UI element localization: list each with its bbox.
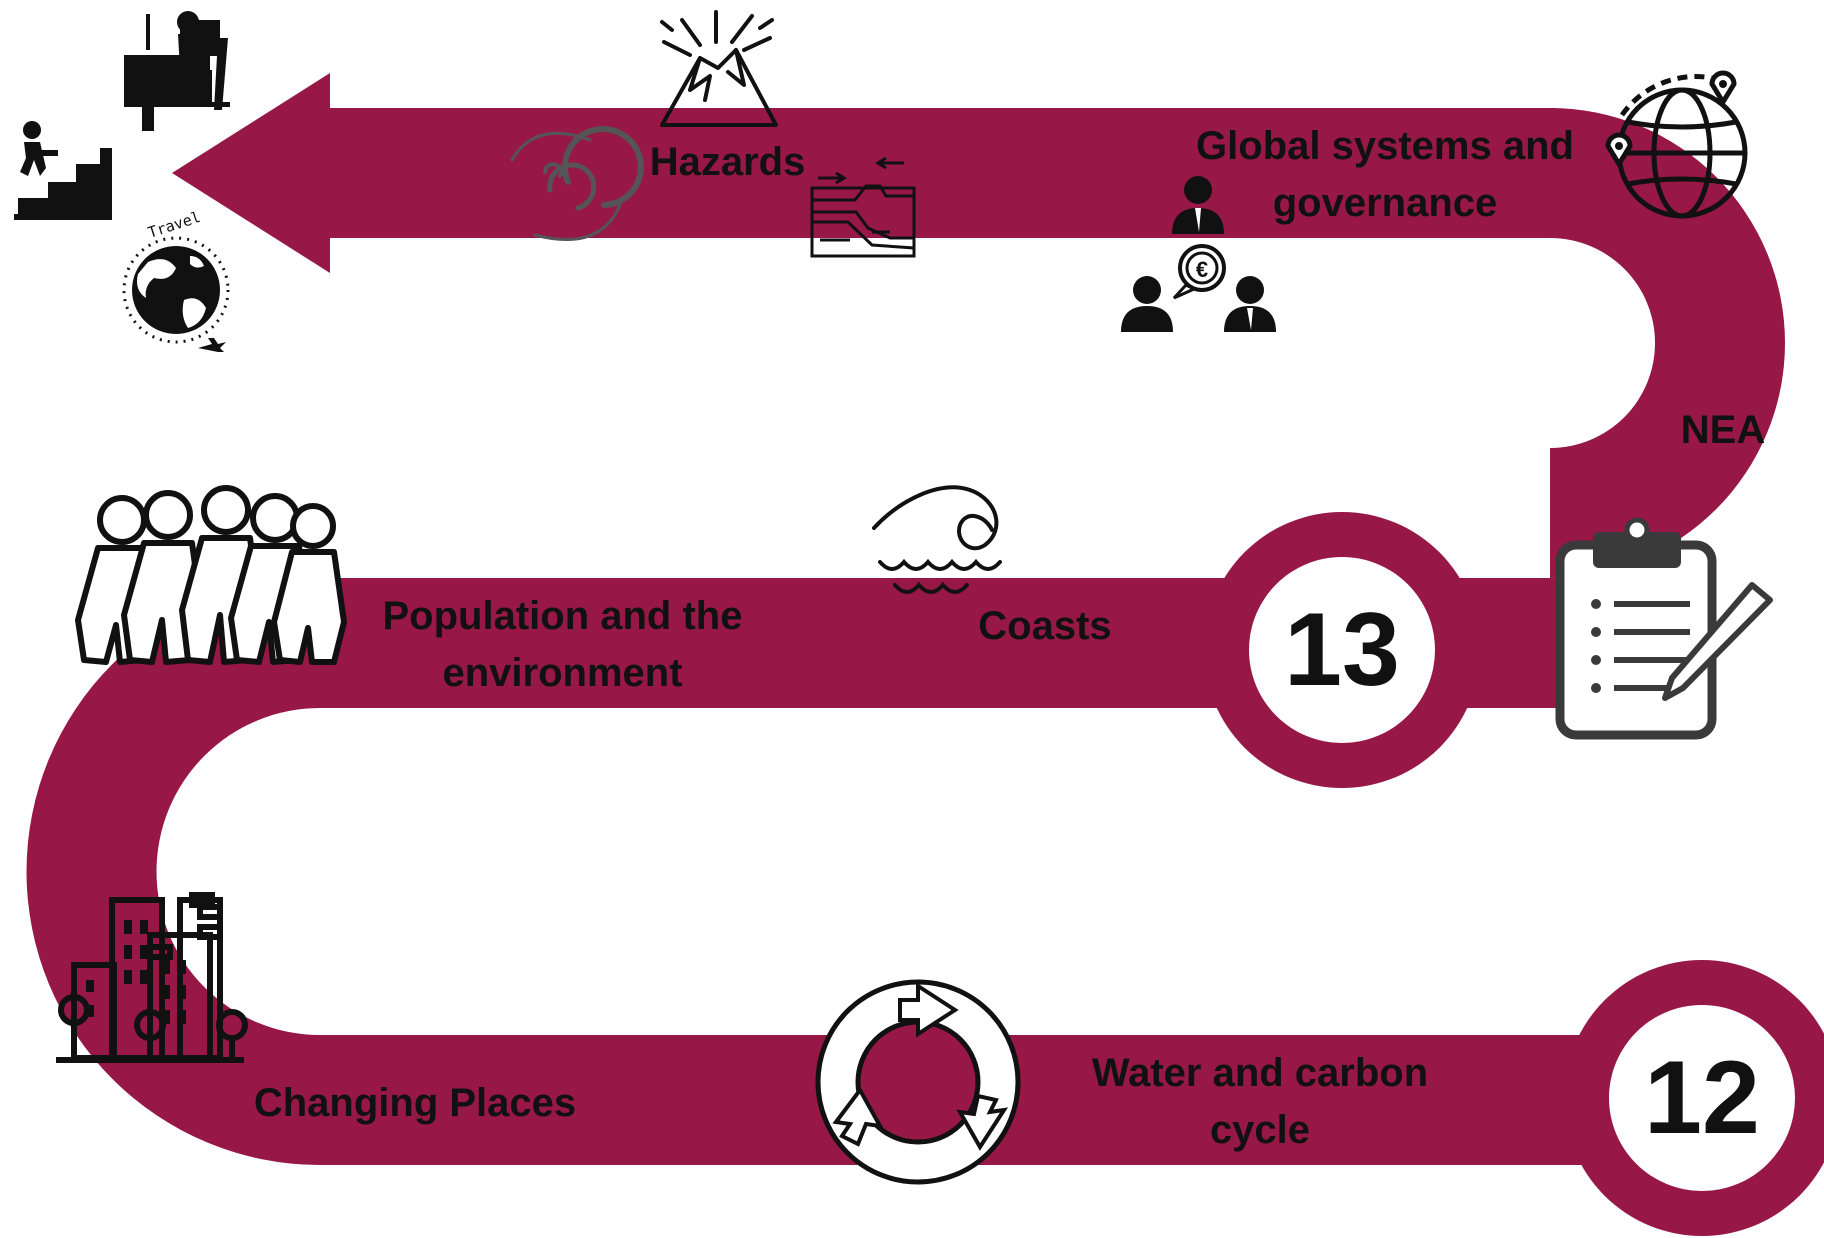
year-13-badge — [1204, 512, 1480, 788]
plate-boundary-icon — [810, 156, 916, 258]
stage-label-global-systems: Global systems and governance — [1180, 118, 1590, 232]
crowd-icon — [75, 485, 347, 665]
euro-symbol: € — [1196, 257, 1208, 282]
business-people-icon — [1121, 176, 1276, 332]
clipboard-icon — [1555, 517, 1717, 740]
stage-label-population-environment: Population and the environment — [360, 588, 765, 702]
hurricane-icon — [510, 126, 644, 242]
stage-label-water-carbon-cycle: Water and carbon cycle — [1060, 1045, 1460, 1159]
stage-label-nea: NEA — [1668, 402, 1778, 459]
volcano-icon — [660, 10, 778, 127]
population-line-2: environment — [442, 651, 683, 695]
hazards-text: Hazards — [649, 140, 806, 184]
water-carbon-line-2: cycle — [1209, 1108, 1311, 1152]
travel-globe-label: Travel — [146, 208, 203, 242]
cycle-arrows-icon — [815, 979, 1021, 1185]
wave-icon — [872, 485, 1002, 594]
global-line-1: Global systems and — [1196, 124, 1574, 168]
stage-label-hazards: Hazards — [640, 134, 815, 191]
stairs-climber-icon — [14, 121, 112, 220]
travel-globe-icon — [122, 236, 230, 352]
year-12-badge — [1564, 960, 1824, 1236]
global-line-2: governance — [1272, 181, 1498, 225]
changing-places-text: Changing Places — [253, 1081, 577, 1125]
year-13-number: 13 — [1284, 592, 1400, 708]
office-worker-icon — [124, 11, 230, 131]
roadmap-path — [26, 73, 1785, 1165]
water-carbon-line-1: Water and carbon — [1091, 1051, 1429, 1095]
globe-pins-icon — [1605, 70, 1748, 219]
year-12-number: 12 — [1644, 1040, 1760, 1156]
stage-label-changing-places: Changing Places — [230, 1075, 600, 1132]
population-line-1: Population and the — [382, 594, 743, 638]
pencil-icon — [1662, 582, 1773, 701]
stage-label-coasts: Coasts — [960, 598, 1130, 655]
nea-text: NEA — [1680, 408, 1766, 452]
coasts-text: Coasts — [978, 604, 1112, 648]
city-icon — [56, 892, 248, 1063]
